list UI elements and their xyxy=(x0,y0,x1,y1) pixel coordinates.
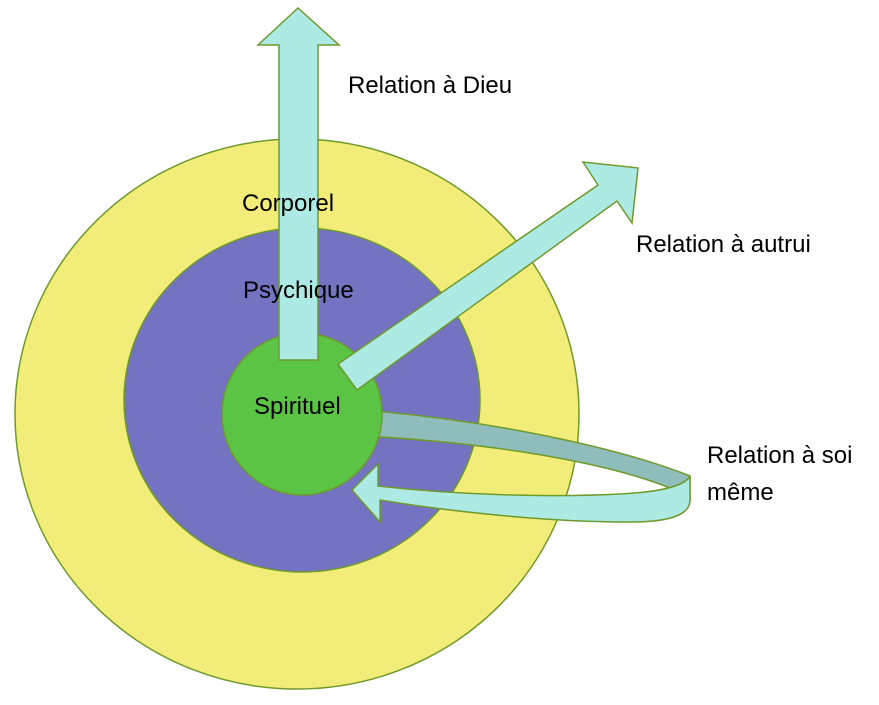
relation-god-arrow xyxy=(256,6,341,361)
label-spirituel: Spirituel xyxy=(254,393,341,420)
label-relation-god: Relation à Dieu xyxy=(348,72,512,99)
label-psychique: Psychique xyxy=(243,277,354,304)
label-relation-self-line1: Relation à soi xyxy=(707,442,852,469)
label-relation-others: Relation à autrui xyxy=(636,231,811,258)
label-corporel: Corporel xyxy=(242,190,334,217)
self-relation-arrow xyxy=(350,462,691,524)
label-relation-self-line2: même xyxy=(707,479,774,506)
relation-others-arrow xyxy=(336,161,639,392)
